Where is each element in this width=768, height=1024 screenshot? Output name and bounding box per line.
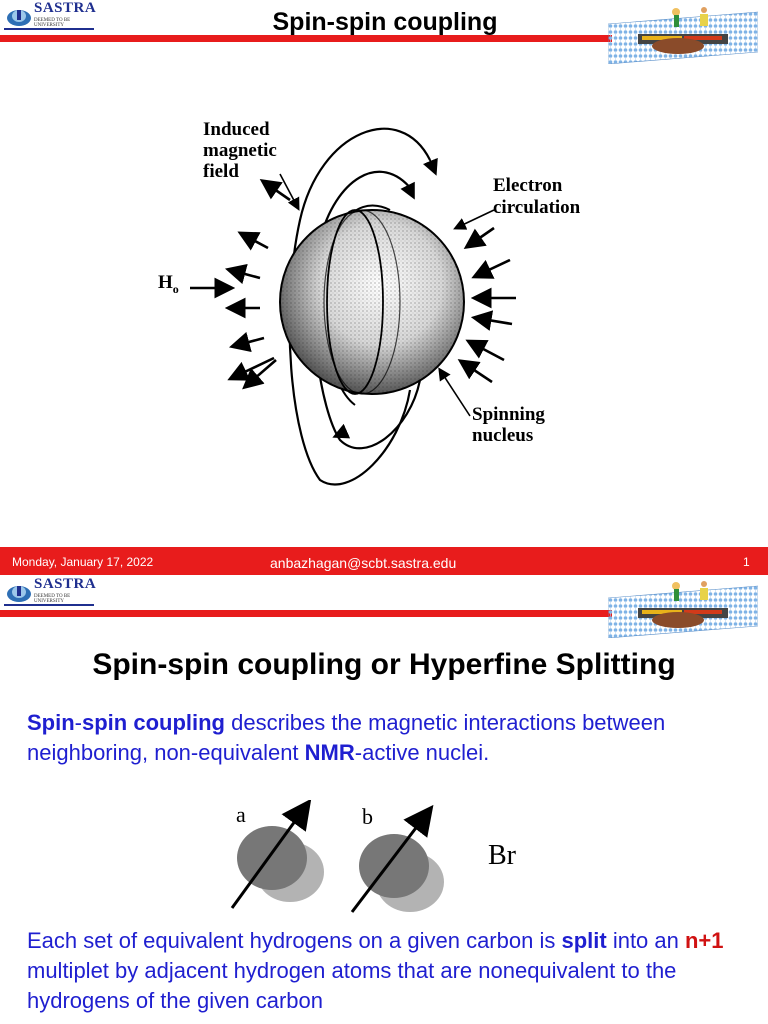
logo-underline bbox=[4, 28, 94, 30]
sastra-emblem-icon bbox=[7, 10, 31, 26]
svg-text:Electron: Electron bbox=[493, 175, 563, 196]
desc-text-1: describes the magnetic interactions betw… bbox=[27, 710, 666, 765]
sastra-logo-2: SASTRA DEEMED TO BE UNIVERSITY bbox=[4, 576, 97, 610]
svg-text:Induced: Induced bbox=[203, 119, 270, 140]
label-a: a bbox=[236, 802, 246, 827]
electron-circulation-band bbox=[326, 209, 384, 395]
label-br: Br bbox=[488, 840, 517, 871]
desc-text-2: -active nuclei. bbox=[354, 740, 490, 765]
spin-arrow-b bbox=[350, 804, 434, 913]
label-h0: H bbox=[158, 272, 173, 293]
svg-text:circulation: circulation bbox=[493, 197, 581, 218]
logo-text: SASTRA bbox=[34, 576, 97, 592]
desc-bold-spin: Spin bbox=[27, 710, 75, 735]
svg-text:Ho: Ho bbox=[158, 272, 179, 296]
label-induced-2: magnetic bbox=[203, 140, 277, 161]
sastra-logo: SASTRA DEEMED TO BE UNIVERSITY bbox=[4, 0, 97, 34]
label-electron-2: circulation bbox=[493, 197, 581, 218]
svg-text:field: field bbox=[203, 161, 239, 182]
header-red-bar bbox=[0, 35, 612, 42]
bottom-text-1: Each set of equivalent hydrogens on a gi… bbox=[27, 928, 562, 953]
spinning-nucleus-figure: Induced magnetic field Electron circulat… bbox=[158, 119, 581, 486]
svg-text:nucleus: nucleus bbox=[472, 425, 533, 446]
label-b: b bbox=[362, 804, 373, 829]
description-paragraph: Spin-spin coupling describes the magneti… bbox=[27, 708, 747, 768]
footer-bar: Monday, January 17, 2022 anbazhagan@scbt… bbox=[0, 547, 768, 575]
label-induced-1: Induced bbox=[203, 119, 270, 140]
footer-page-number: 1 bbox=[743, 555, 750, 569]
bottom-text-2: into an bbox=[606, 928, 685, 953]
desc-bold-nmr: NMR bbox=[304, 740, 355, 765]
label-electron-1: Electron bbox=[493, 175, 563, 196]
desc-bold-coupling: spin coupling bbox=[82, 710, 225, 735]
header-red-bar-2 bbox=[0, 610, 612, 617]
bottom-bold-n-plus-1: n+1 bbox=[684, 928, 724, 953]
svg-text:magnetic: magnetic bbox=[203, 140, 277, 161]
logo-text: SASTRA bbox=[34, 0, 97, 16]
footer-date: Monday, January 17, 2022 bbox=[12, 555, 154, 569]
spin-arrow-a bbox=[230, 800, 312, 909]
label-h0-sub: o bbox=[173, 282, 179, 296]
spin-coupling-diagram: a b Br bbox=[230, 800, 517, 913]
sastra-emblem-icon bbox=[7, 586, 31, 602]
bottom-text-3: multiplet by adjacent hydrogen atoms tha… bbox=[27, 958, 677, 1013]
footer-email: anbazhagan@scbt.sastra.edu bbox=[270, 555, 457, 571]
slide-title: Spin-spin coupling bbox=[272, 8, 498, 36]
membrane-illustration-2 bbox=[608, 581, 758, 638]
label-spinning-2: nucleus bbox=[472, 425, 533, 446]
splitting-rule-paragraph: Each set of equivalent hydrogens on a gi… bbox=[27, 926, 767, 1016]
logo-underline bbox=[4, 604, 94, 606]
logo-subtitle: DEEMED TO BE UNIVERSITY bbox=[34, 594, 71, 604]
svg-text:Spinning: Spinning bbox=[472, 404, 545, 425]
desc-hyphen: - bbox=[74, 710, 82, 735]
slide-title-2: Spin-spin coupling or Hyperfine Splittin… bbox=[92, 648, 676, 681]
label-spinning-1: Spinning bbox=[472, 404, 545, 425]
logo-subtitle: DEEMED TO BE UNIVERSITY bbox=[34, 18, 71, 28]
nucleus-a bbox=[237, 826, 307, 890]
label-induced-3: field bbox=[203, 161, 239, 182]
membrane-illustration bbox=[608, 7, 758, 64]
bottom-bold-split: split bbox=[561, 928, 607, 953]
